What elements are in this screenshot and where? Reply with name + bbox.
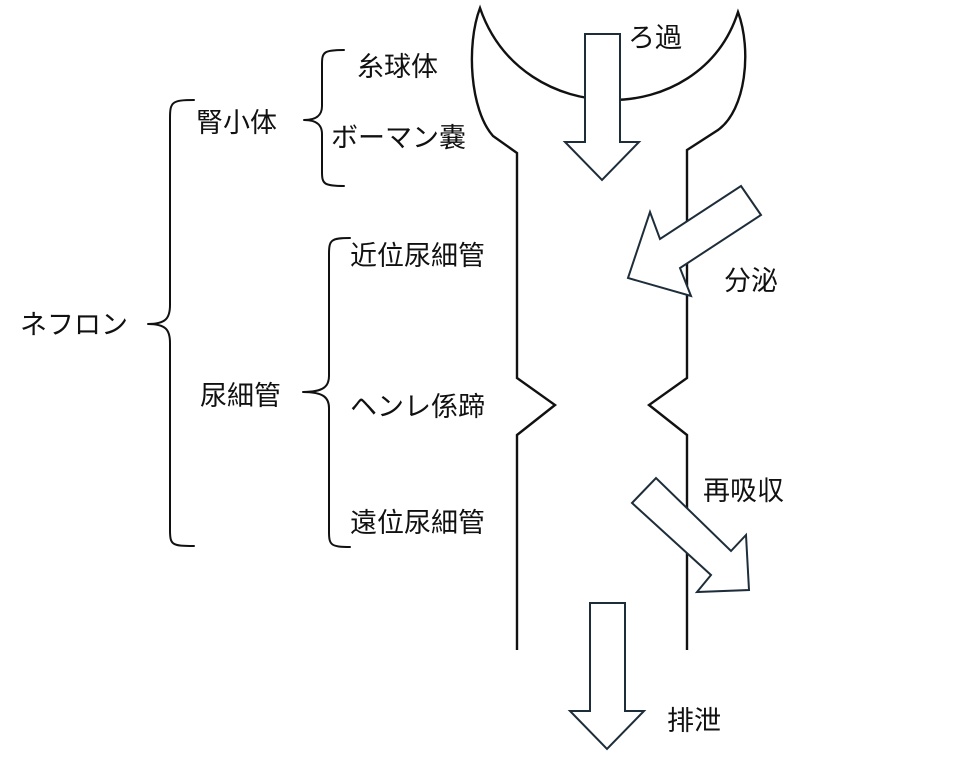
filtration-label: ろ過	[628, 23, 682, 54]
glomerulus-label: 糸球体	[357, 52, 438, 83]
loop-of-henle-label: ヘンレ係蹄	[350, 392, 485, 423]
renal-tubule-brace	[302, 237, 351, 548]
reabsorption-label: 再吸収	[703, 476, 784, 507]
renal-tubule-label: 尿細管	[200, 381, 281, 412]
distal-tubule-label: 遠位尿細管	[350, 508, 485, 539]
reabsorption-arrow	[630, 476, 751, 594]
proximal-tubule-label: 近位尿細管	[350, 241, 485, 272]
nephron-label: ネフロン	[20, 310, 128, 341]
secretion-arrow	[626, 184, 763, 298]
nephron-brace	[147, 99, 195, 547]
filtration-arrow	[562, 33, 642, 182]
secretion-label: 分泌	[724, 266, 778, 297]
renal-corpuscle-label: 腎小体	[196, 108, 277, 139]
excretion-arrow	[567, 602, 647, 751]
bowman-capsule-label: ボーマン嚢	[331, 123, 466, 154]
renal-corpuscle-brace	[303, 49, 345, 187]
excretion-label: 排泄	[667, 706, 721, 737]
